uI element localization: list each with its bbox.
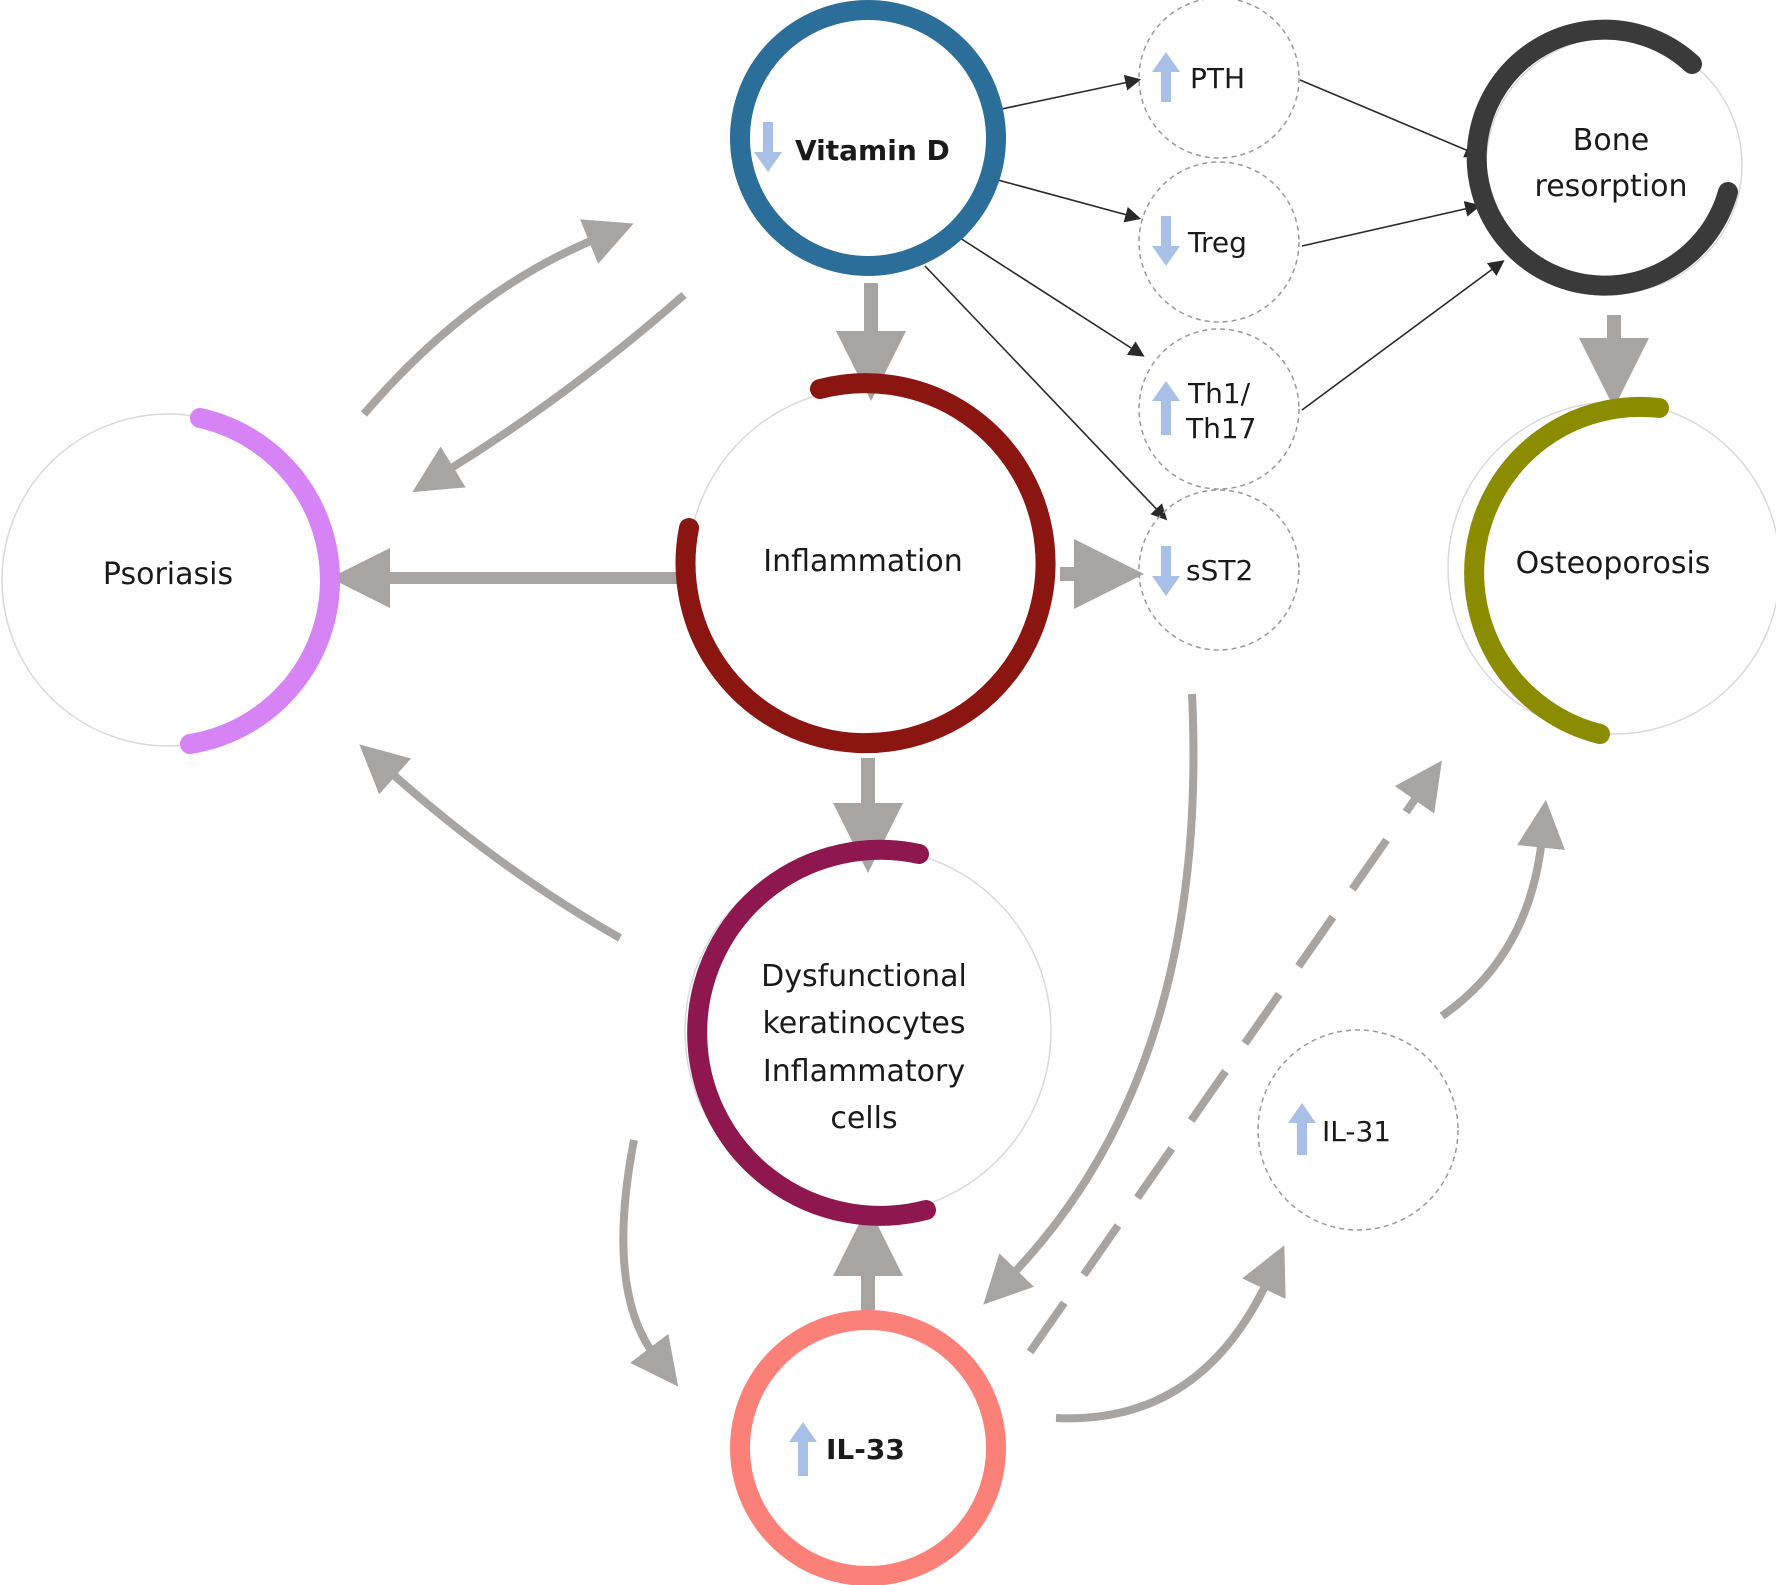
indicators (754, 52, 1316, 1476)
il33-ring (730, 1310, 1006, 1585)
keratinocytes-arc (687, 839, 936, 1226)
arrow-psoriasis-to-vitamind (360, 219, 634, 417)
arrow-keratinocytes-to-psoriasis (359, 744, 622, 942)
il33-label: IL-33 (826, 1433, 905, 1466)
arrow-il33-to-osteoporosis-dashed (1026, 760, 1442, 1355)
arrow-vitamind-to-treg (997, 179, 1142, 223)
up-arrow-icon (1152, 381, 1180, 435)
osteoporosis-label: Osteoporosis (1516, 546, 1711, 581)
arrow-il33-to-il31 (1055, 1245, 1286, 1423)
arrow-vitamind-to-psoriasis (412, 291, 687, 493)
down-arrow-icon (1152, 546, 1180, 596)
th1-label: Th1/ (1187, 377, 1251, 410)
osteoporosis-arc (1464, 396, 1669, 744)
bone-label: Bone (1573, 123, 1649, 158)
il31-ring (1257, 1029, 1459, 1231)
treg-ring (1138, 161, 1300, 323)
inflammation-label: Inflammation (763, 544, 962, 579)
sst2-label: sST2 (1186, 554, 1253, 587)
arrow-sst2-to-il33 (983, 693, 1198, 1305)
inflammation-arc (675, 373, 1056, 754)
down-arrow-icon (754, 122, 782, 172)
th1th17-ring (1138, 328, 1300, 490)
treg-label: Treg (1187, 226, 1247, 259)
up-arrow-icon (1288, 1103, 1316, 1155)
psoriasis-arc (180, 408, 340, 754)
vitamin-d-label: Vitamin D (795, 134, 950, 167)
boneresorption-arc-1 (1466, 19, 1738, 296)
arrow-keratinocytes-to-il33 (619, 1139, 679, 1387)
small-nodes (1138, 0, 1459, 1231)
keratinocytes-line1: Dysfunctional (761, 959, 967, 994)
up-arrow-icon (789, 1422, 817, 1476)
psoriasis-label: Psoriasis (103, 557, 233, 592)
il31-label: IL-31 (1322, 1115, 1391, 1148)
keratinocytes-line4: cells (830, 1101, 897, 1136)
arrow-vitamind-to-th1th17 (959, 237, 1145, 357)
down-arrow-icon (1152, 216, 1180, 266)
sst2-ring (1138, 489, 1300, 651)
resorption-label: resorption (1535, 169, 1688, 204)
arrow-vitamind-to-sst2 (924, 265, 1168, 521)
pth-label: PTH (1190, 62, 1245, 95)
arrow-il31-to-osteoporosis (1439, 799, 1565, 1020)
keratinocytes-line3: Inflammatory (763, 1054, 965, 1089)
th17-label: Th17 (1185, 412, 1256, 445)
pth-ring (1138, 0, 1300, 159)
connectors (330, 219, 1649, 1423)
vitamin-d-ring (730, 0, 1006, 276)
up-arrow-icon (1152, 52, 1180, 102)
arrow-treg-to-boneresorption (1301, 201, 1482, 247)
arrow-vitamind-to-pth (996, 74, 1142, 111)
arrow-pth-to-boneresorption (1299, 79, 1481, 158)
arrow-th1th17-to-boneresorption (1301, 260, 1505, 411)
keratinocytes-line2: keratinocytes (762, 1006, 965, 1041)
thin-arrows (924, 74, 1505, 521)
